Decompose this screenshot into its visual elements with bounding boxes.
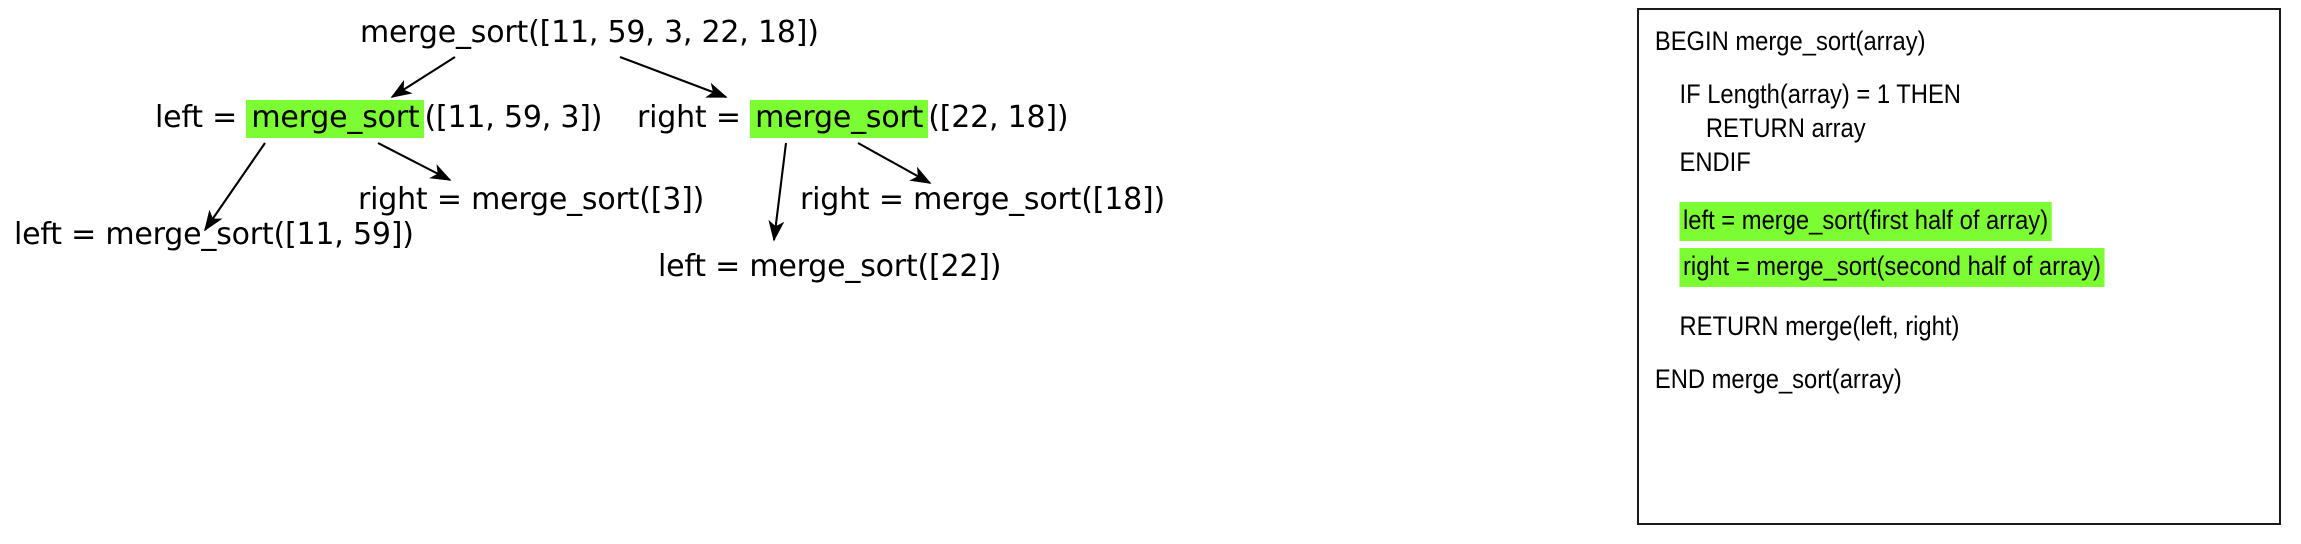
pseudocode-line-end: END merge_sort(array): [1654, 364, 1902, 394]
tree-node-level3-right-right: right = merge_sort([18]): [800, 185, 1165, 215]
pseudocode-line-return-array: RETURN array: [1705, 113, 1866, 143]
tree-arrows: [204, 56, 932, 242]
node-l3-c-args: ([22]): [917, 249, 1002, 284]
node-l2-right-args: ([22, 18]): [928, 100, 1069, 135]
pseudocode-line-begin: BEGIN merge_sort(array): [1654, 26, 1926, 56]
recursion-tree-panel: merge_sort([11, 59, 3, 22, 18]) left = m…: [14, 18, 1165, 282]
arrow-left-to-leftright: [377, 142, 452, 181]
arrow-right-to-rightright: [857, 142, 932, 184]
node-l2-right-call-highlight: merge_sort: [750, 100, 929, 138]
pseudocode-box: BEGIN merge_sort(array) IF Length(array)…: [1637, 8, 2281, 525]
pseudocode-line-if: IF Length(array) = 1 THEN: [1679, 79, 1961, 109]
arrow-root-to-right: [619, 56, 728, 98]
node-l3-a-prefix: left =: [14, 217, 106, 252]
node-l3-d-args: ([18]): [1081, 182, 1165, 217]
node-l3-c-call: merge_sort: [749, 249, 918, 284]
tree-node-level3-right-left: left = merge_sort([22]): [658, 252, 1001, 282]
tree-node-level3-left-left: left = merge_sort([11, 59]): [14, 220, 414, 250]
tree-node-level3-left-right: right = merge_sort([3]): [358, 185, 704, 215]
arrow-right-to-rightleft: [768, 142, 788, 242]
node-l2-left-call-highlight: merge_sort: [246, 100, 425, 138]
pseudocode-line-endif: ENDIF: [1679, 147, 1751, 177]
tree-node-level2-left: left = merge_sort([11, 59, 3]): [155, 100, 602, 138]
pseudocode-left-highlight: left = merge_sort(first half of array): [1679, 202, 2052, 241]
node-l3-c-prefix: left =: [658, 249, 750, 284]
node-l2-left-args: ([11, 59, 3]): [424, 100, 603, 135]
tree-node-level2-right: right = merge_sort([22, 18]): [637, 100, 1069, 138]
arrow-left-to-leftleft: [204, 142, 266, 232]
node-l3-a-call: merge_sort: [105, 217, 274, 252]
node-l3-a-args: ([11, 59]): [273, 217, 414, 252]
pseudocode-line-return-merge: RETURN merge(left, right): [1679, 311, 1960, 341]
node-l3-d-call: merge_sort: [913, 182, 1082, 217]
node-l2-left-prefix: left =: [155, 100, 247, 135]
node-l2-right-prefix: right =: [637, 100, 751, 135]
node-l3-b-args: ([3]): [639, 182, 705, 217]
node-l3-d-prefix: right =: [800, 182, 914, 217]
pseudocode-line-right-assign: right = merge_sort(second half of array): [1639, 248, 2202, 287]
arrow-root-to-left: [390, 56, 456, 98]
node-l3-b-prefix: right =: [358, 182, 472, 217]
node-root-call: merge_sort: [360, 15, 529, 50]
pseudocode-line-left-assign: left = merge_sort(first half of array): [1639, 202, 2202, 241]
node-l3-b-call: merge_sort: [471, 182, 640, 217]
pseudocode-right-highlight: right = merge_sort(second half of array): [1679, 248, 2105, 287]
node-root-args: ([11, 59, 3, 22, 18]): [528, 15, 819, 50]
tree-node-root: merge_sort([11, 59, 3, 22, 18]): [360, 18, 819, 48]
